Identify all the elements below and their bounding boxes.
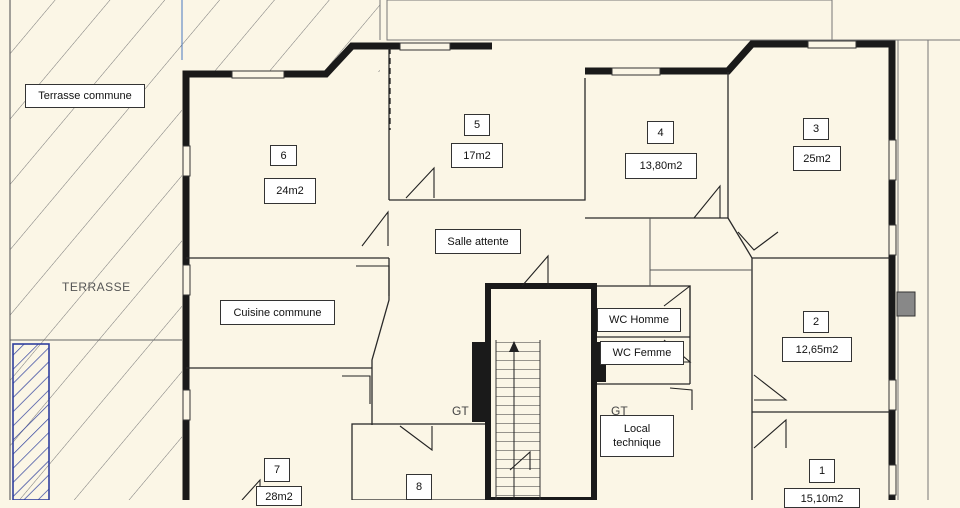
cuisine-commune-label: Cuisine commune bbox=[220, 300, 335, 325]
vent-grille bbox=[896, 291, 916, 317]
room-6-area: 24m2 bbox=[264, 178, 316, 204]
wc-homme-label: WC Homme bbox=[597, 308, 681, 332]
wc-femme-label: WC Femme bbox=[600, 341, 684, 365]
room-3-area: 25m2 bbox=[793, 146, 841, 171]
room-4-area: 13,80m2 bbox=[625, 153, 697, 179]
room-8-number: 8 bbox=[406, 474, 432, 500]
door-swings bbox=[241, 166, 788, 500]
local-technique-label: Local technique bbox=[600, 415, 674, 457]
blue-hatch-strip bbox=[12, 343, 50, 500]
room-7-area: 28m2 bbox=[256, 486, 302, 506]
windows bbox=[182, 40, 897, 496]
neighbor-outline bbox=[379, 0, 960, 500]
terrasse-label: TERRASSE bbox=[62, 280, 131, 294]
room-6-number: 6 bbox=[270, 145, 297, 166]
room-1-number: 1 bbox=[809, 459, 835, 483]
room-1-area: 15,10m2 bbox=[784, 488, 860, 508]
room-2-area: 12,65m2 bbox=[782, 337, 852, 362]
room-2-number: 2 bbox=[803, 311, 829, 333]
gt-left-label: GT bbox=[452, 404, 469, 418]
stairwell bbox=[472, 283, 606, 500]
room-5-number: 5 bbox=[464, 114, 490, 136]
room-3-number: 3 bbox=[803, 118, 829, 140]
terrasse-commune-label: Terrasse commune bbox=[25, 84, 145, 108]
room-5-area: 17m2 bbox=[451, 143, 503, 168]
salle-attente-label: Salle attente bbox=[435, 229, 521, 254]
room-7-number: 7 bbox=[264, 458, 290, 482]
gt-right-label: GT bbox=[611, 404, 628, 418]
corridor-details bbox=[649, 218, 752, 286]
room-4-number: 4 bbox=[647, 121, 674, 144]
exterior-walls bbox=[182, 40, 896, 500]
